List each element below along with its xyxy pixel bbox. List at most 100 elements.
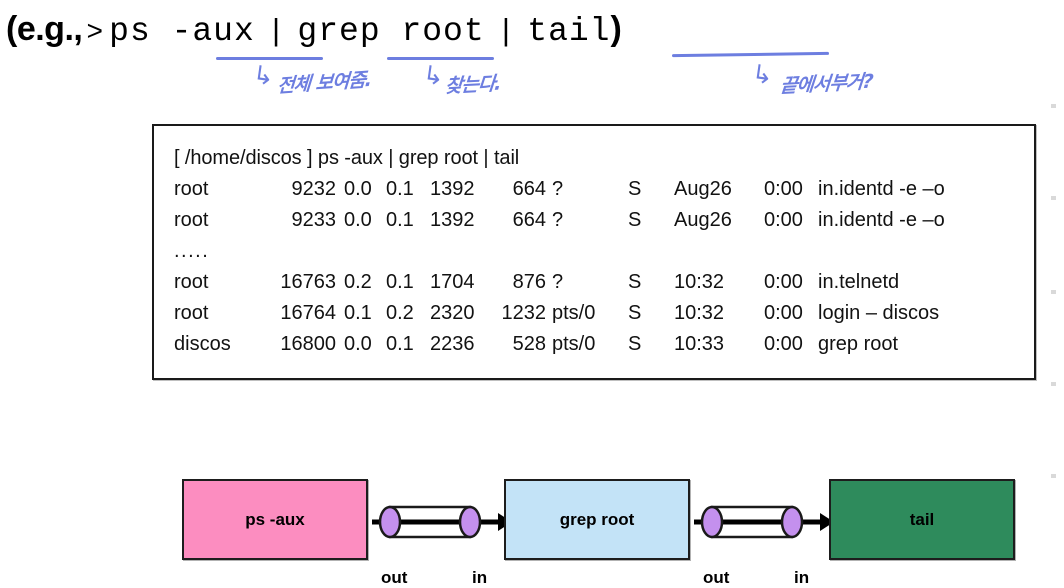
ps-command: grep root [818, 333, 899, 355]
ps-vsz: 2236 [430, 333, 475, 355]
margin-tick [1051, 196, 1056, 200]
ps-rss: 876 [512, 271, 546, 293]
ps-stat: S [628, 271, 642, 293]
ps-rss: 528 [512, 333, 546, 355]
ps-start: Aug26 [674, 209, 732, 231]
ps-rss: 664 [512, 178, 546, 200]
ps-rss: 664 [512, 209, 546, 231]
pipe-connector-1 [372, 499, 512, 545]
ps-command: login – discos [818, 302, 940, 324]
ps-cpu: 0.0 [344, 178, 372, 200]
table-row: root 9233 0.0 0.1 1392 664 ? S Aug26 0:0… [174, 205, 945, 236]
pipe-in-label-2: in [794, 568, 810, 587]
ps-user: discos [174, 333, 231, 355]
pipe-in-label-1: in [472, 568, 488, 587]
ps-stat: S [628, 302, 642, 324]
ps-mem: 0.1 [386, 271, 414, 293]
pen-arrow-icon-2: ↳ [421, 59, 446, 92]
heading-cmd-ps: ps [109, 13, 151, 50]
process-box-label: grep root [559, 509, 635, 529]
ps-vsz: 1392 [430, 178, 475, 200]
terminal-prompt-line: [ /home/discos ] ps -aux | grep root | t… [174, 147, 520, 169]
ps-user: root [174, 178, 209, 200]
ps-vsz: 1704 [430, 271, 475, 293]
ps-pid: 9233 [291, 209, 337, 231]
pen-underline-tail [671, 51, 830, 58]
terminal-output-lines: [ /home/discos ] ps -aux | grep root | t… [174, 143, 945, 360]
pipeline-diagram: ps -aux grep root tail out in out in [0, 455, 1064, 587]
table-row: discos 16800 0.0 0.1 2236 528 pts/0 S 10… [174, 329, 945, 360]
pen-arrow-icon-3: ↳ [750, 58, 775, 91]
pipe-out-label-1: out [381, 568, 408, 587]
ps-cpu: 0.0 [344, 333, 372, 355]
ps-start: 10:32 [674, 302, 725, 324]
pen-arrow-icon-1: ↳ [251, 59, 276, 92]
ps-stat: S [628, 178, 642, 200]
terminal-ellipsis: ..... [174, 240, 210, 262]
pen-note-tail: 끝에서부거? [779, 70, 874, 98]
ps-start: 10:32 [674, 271, 725, 293]
heading-pipe-1: | [266, 15, 286, 50]
ps-stat: S [628, 333, 642, 355]
ps-time: 0:00 [764, 271, 803, 293]
pipe-out-label-2: out [703, 568, 730, 587]
heading-suffix: ) [610, 10, 622, 48]
ps-tty: pts/0 [552, 302, 596, 324]
ps-time: 0:00 [764, 333, 803, 355]
margin-tick [1051, 290, 1056, 294]
pen-underline-grep [387, 57, 494, 60]
margin-tick [1051, 104, 1056, 108]
table-row: root 16763 0.2 0.1 1704 876 ? S 10:32 0:… [174, 267, 945, 298]
ps-time: 0:00 [764, 209, 803, 231]
pipe-cylinder-icon [372, 505, 512, 539]
ps-start: 10:33 [674, 333, 725, 355]
ps-vsz: 1392 [430, 209, 475, 231]
ps-tty: ? [552, 209, 564, 231]
ps-tty: ? [552, 178, 564, 200]
ps-cpu: 0.0 [344, 209, 372, 231]
ps-stat: S [628, 209, 642, 231]
margin-tick [1051, 474, 1056, 478]
ps-mem: 0.1 [386, 209, 414, 231]
ps-tty: ? [552, 271, 564, 293]
example-command-heading: (e.g.,>ps -aux | grep root | tail) [6, 10, 622, 50]
ps-pid: 9232 [291, 178, 337, 200]
shell-prompt-symbol: > [86, 18, 104, 49]
heading-arg-aux: -aux [171, 13, 255, 50]
ps-command: in.identd -e –o [818, 209, 945, 231]
ps-rss: 1232 [501, 302, 547, 324]
process-box-label: tail [909, 509, 935, 529]
ps-cpu: 0.1 [344, 302, 372, 324]
pen-note-aux: 전체 보여줌. [276, 68, 372, 98]
ps-pid: 16764 [280, 302, 336, 324]
ps-mem: 0.2 [386, 302, 414, 324]
heading-cmd-tail: tail [527, 13, 611, 50]
ps-user: root [174, 271, 209, 293]
ps-command: in.identd -e –o [818, 178, 945, 200]
heading-pipe-2: | [496, 15, 516, 50]
ps-pid: 16800 [280, 333, 336, 355]
heading-cmd-grep: grep [297, 13, 381, 50]
margin-tick [1051, 382, 1056, 386]
process-box-tail: tail [829, 479, 1015, 560]
process-box-ps: ps -aux [182, 479, 368, 560]
ps-mem: 0.1 [386, 178, 414, 200]
ps-mem: 0.1 [386, 333, 414, 355]
table-row: root 9232 0.0 0.1 1392 664 ? S Aug26 0:0… [174, 174, 945, 205]
ps-pid: 16763 [280, 271, 336, 293]
table-row: root 16764 0.1 0.2 2320 1232 pts/0 S 10:… [174, 298, 945, 329]
ps-command: in.telnetd [818, 271, 900, 293]
process-box-grep: grep root [504, 479, 690, 560]
process-box-label: ps -aux [245, 509, 305, 529]
ps-tty: pts/0 [552, 333, 596, 355]
pen-note-grep: 찾는다. [444, 72, 502, 98]
ps-start: Aug26 [674, 178, 732, 200]
ps-user: root [174, 209, 209, 231]
pen-underline-aux [216, 57, 323, 60]
heading-arg-root: root [401, 13, 485, 50]
ps-time: 0:00 [764, 302, 803, 324]
heading-prefix: (e.g., [6, 10, 83, 48]
ps-cpu: 0.2 [344, 271, 372, 293]
ps-time: 0:00 [764, 178, 803, 200]
ps-user: root [174, 302, 209, 324]
